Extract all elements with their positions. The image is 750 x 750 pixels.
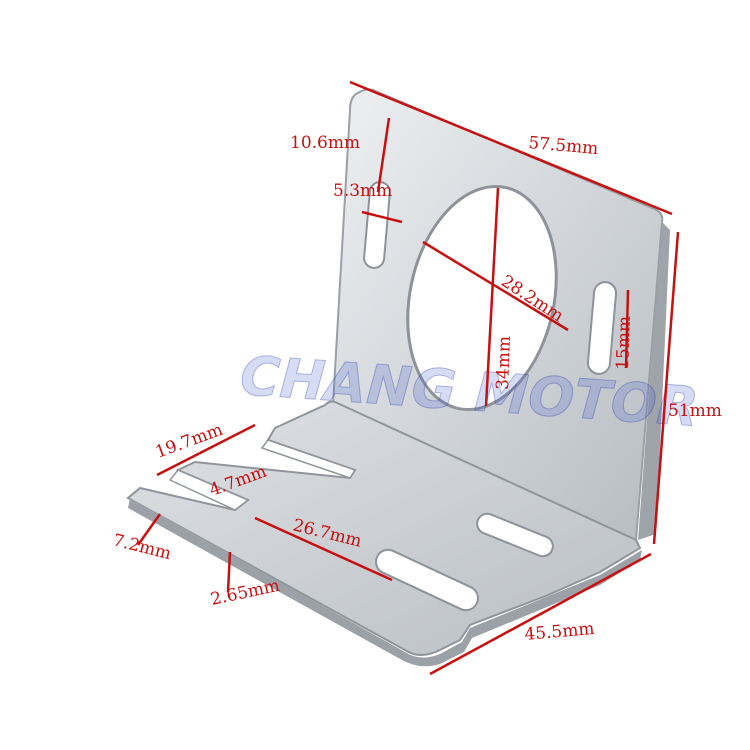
label-width: 57.5mm — [528, 133, 600, 159]
base-slot-front — [375, 548, 479, 612]
bracket-body — [126, 88, 670, 667]
dim-line-slot-width — [361, 210, 403, 224]
motor-hole — [406, 184, 558, 412]
dimension-lines — [136, 80, 680, 676]
dim-line-height — [652, 231, 680, 545]
label-thickness: 2.65mm — [209, 576, 282, 610]
tab-gap-upper — [260, 439, 357, 479]
label-tab-width: 7.2mm — [111, 530, 173, 564]
dim-line-center-height — [484, 187, 500, 407]
label-slot-width: 5.3mm — [333, 181, 392, 201]
dim-line-width — [349, 80, 673, 216]
label-depth: 45.5mm — [524, 619, 596, 645]
tab-gap-lower — [168, 469, 250, 511]
label-hole-spacing: 10.6mm — [290, 133, 360, 153]
dim-line-slot-length — [624, 289, 630, 369]
dim-line-depth — [429, 552, 652, 676]
right-slot — [586, 281, 618, 375]
left-slot — [363, 181, 391, 269]
base-plate — [126, 400, 642, 656]
dim-line-base-slot-offset — [156, 423, 256, 477]
dim-line-hole-spacing — [376, 117, 391, 193]
vertical-plate-edge — [638, 222, 670, 540]
dim-line-base-slot-length — [254, 516, 393, 582]
dim-line-thickness — [226, 551, 232, 593]
dim-line-hole-diameter — [422, 240, 569, 332]
label-slot-length: 15mm — [613, 316, 635, 371]
label-base-slot-offset: 19.7mm — [153, 420, 226, 463]
dim-line-tab-width — [136, 513, 162, 546]
base-slot-rear — [476, 512, 554, 558]
label-height: 51mm — [668, 401, 722, 421]
label-center-height: 34mm — [493, 336, 515, 391]
